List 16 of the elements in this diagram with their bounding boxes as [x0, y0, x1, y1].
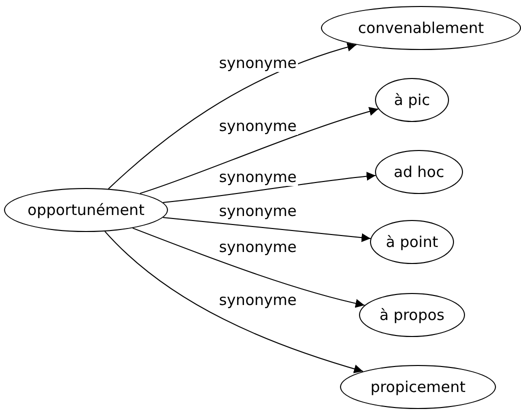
term-text: à point	[386, 233, 438, 251]
arrow	[139, 107, 379, 194]
term-ellipse	[321, 6, 521, 50]
arrow	[132, 228, 365, 308]
arrow	[162, 217, 372, 242]
arrow	[162, 172, 376, 203]
term-text: à propos	[379, 306, 444, 324]
term-text: opportunément	[28, 201, 144, 219]
term-ellipse	[359, 293, 465, 337]
term-text: propicement	[370, 378, 466, 396]
arrow	[108, 42, 357, 190]
term-ellipse	[375, 78, 449, 122]
term-text: à pic	[394, 91, 430, 109]
term-text: convenablement	[358, 19, 484, 37]
arrow	[104, 230, 364, 374]
term-text: ad hoc	[394, 163, 444, 181]
